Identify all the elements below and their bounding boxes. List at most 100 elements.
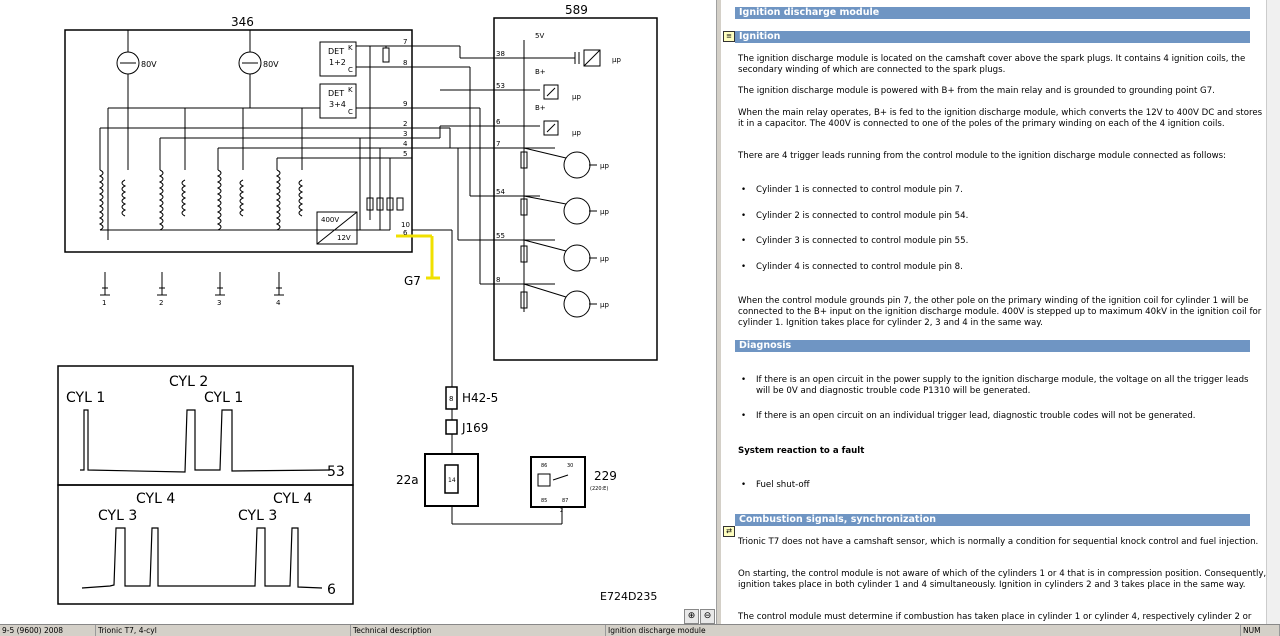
doc-title: Ignition discharge module [735,7,1250,19]
para-1: The ignition discharge module is located… [738,54,1246,75]
document-icon[interactable]: ≡ [723,31,735,42]
diag-bullet-1-text: If there is an open circuit in the power… [756,375,1249,396]
status-num: NUM [1241,625,1280,636]
mu-2: µp [572,93,581,101]
status-engine: Trionic T7, 4-cyl [96,625,351,636]
pin-346-2: 2 [403,120,407,128]
bplus-label-2: B+ [535,104,546,112]
det12-c: C [348,66,353,74]
pin-346-8: 8 [403,59,407,67]
wave53-cyl1b: CYL 1 [204,390,243,406]
wiring-diagram: 346 589 80V 80V DET 1+2 DET 3+4 K C K C … [57,3,658,605]
bullet-3-text: Cylinder 3 is connected to control modul… [756,236,969,246]
cyl-num-2: 2 [159,299,163,307]
c229-label: 229 [594,469,617,483]
h42-label: H42-5 [462,391,498,405]
cyl-num-4: 4 [276,299,281,307]
module-589-box [493,17,658,361]
ground-g7: G7 [404,274,421,288]
para-2: The ignition discharge module is powered… [738,86,1215,96]
pin-346-9: 9 [403,100,407,108]
conv-400v: 400V [321,216,339,224]
mu-7: µp [600,301,609,309]
det12-line1: DET [328,47,344,56]
zoom-in-icon[interactable]: ⊕ [684,609,699,624]
section-diagnosis: Diagnosis [735,340,1250,352]
relay-pin-87: 87 [562,498,568,504]
pin-589-7: 7 [496,140,500,148]
relay-pin-86: 86 [541,463,547,469]
c22a-label: 22a [396,473,419,487]
wave6-cyl4a: CYL 4 [136,491,175,507]
wave53-cyl2: CYL 2 [169,374,208,390]
para-7: On starting, the control module is not a… [738,569,1266,590]
cap2-label: 80V [263,60,279,69]
pin-589-6: 6 [496,118,501,126]
wave6-cyl3a: CYL 3 [98,508,137,524]
pin-589-55: 55 [496,232,505,240]
wave6-cyl4b: CYL 4 [273,491,312,507]
pin-589-8: 8 [496,276,500,284]
mu-1: µp [612,56,621,64]
det12-line2: 1+2 [329,58,346,67]
h42-pin: 8 [449,395,453,403]
mu-3: µp [572,129,581,137]
pin-346-7: 7 [403,38,407,46]
para-4: There are 4 trigger leads running from t… [738,151,1226,161]
zoom-out-icon[interactable]: ⊖ [700,609,715,624]
diag-bullet-2-text: If there is an open circuit on an indivi… [756,411,1196,421]
c22-pin: 14 [448,477,456,484]
section-ignition: Ignition [735,31,1250,43]
pin-589-53: 53 [496,82,505,90]
para-5: When the control module grounds pin 7, t… [738,296,1262,328]
pin-589-54: 54 [496,188,505,196]
status-section: Technical description [351,625,606,636]
conv-12v: 12V [337,234,351,242]
relay-pin-30: 30 [567,463,573,469]
wave53-pin: 53 [327,464,345,480]
status-bar: 9-5 (9600) 2008 Trionic T7, 4-cyl Techni… [0,624,1280,636]
sync-icon[interactable]: ⇄ [723,526,735,537]
c229-sub: (220:E) [590,486,608,492]
document-pane: Ignition discharge module ≡ Ignition The… [721,0,1266,624]
diagram-pane: 346 589 80V 80V DET 1+2 DET 3+4 K C K C … [57,3,715,624]
det34-c: C [348,108,353,116]
wave6-pin: 6 [327,582,336,598]
j169-label: J169 [461,421,488,435]
mu-6: µp [600,255,609,263]
cap1-label: 80V [141,60,157,69]
para-8: The control module must determine if com… [738,612,1252,622]
det34-line2: 3+4 [329,100,346,109]
pin-346-4: 4 [403,140,408,148]
det34-line1: DET [328,89,344,98]
reaction-bullet-1-text: Fuel shut-off [756,480,810,490]
wave53-cyl1a: CYL 1 [66,390,105,406]
bullet-4-text: Cylinder 4 is connected to control modul… [756,262,963,272]
label-589: 589 [565,3,588,17]
bullet-1-text: Cylinder 1 is connected to control modul… [756,185,963,195]
label-346: 346 [231,15,254,29]
section-combustion: Combustion signals, synchronization [735,514,1250,526]
waveform-6-box [57,484,354,605]
relay-229-box [530,456,586,508]
wave6-cyl3b: CYL 3 [238,508,277,524]
para-6: Trionic T7 does not have a camshaft sens… [738,537,1259,547]
pin-346-3: 3 [403,130,407,138]
pane-splitter[interactable] [716,0,721,624]
bullet-2-text: Cylinder 2 is connected to control modul… [756,211,969,221]
figure-id: E724D235 [600,590,657,603]
status-page: Ignition discharge module [606,625,1241,636]
module-346-box [64,29,413,253]
bplus-label-1: B+ [535,68,546,76]
status-model: 9-5 (9600) 2008 [0,625,96,636]
pin-346-6: 6 [403,229,408,237]
pin-589-38: 38 [496,50,505,58]
cyl-num-3: 3 [217,299,221,307]
det34-k: K [348,86,353,94]
vertical-scrollbar[interactable] [1266,0,1280,624]
system-reaction-heading: System reaction to a fault [738,446,865,456]
pin-346-10: 10 [401,221,410,229]
mu-4: µp [600,162,609,170]
det12-k: K [348,44,353,52]
mu-5: µp [600,208,609,216]
